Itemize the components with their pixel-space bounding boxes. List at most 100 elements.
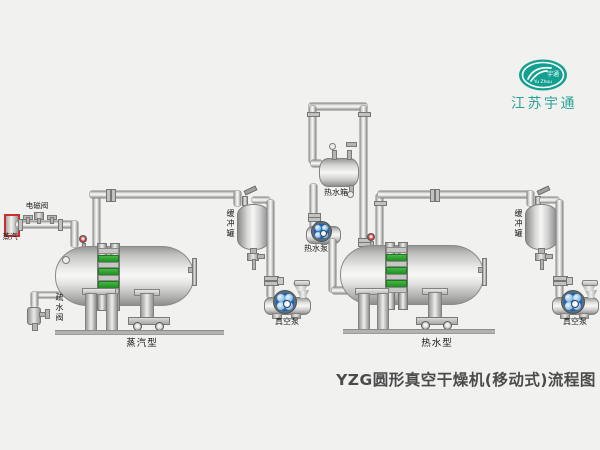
vacuum-main-pipe: [90, 191, 241, 198]
tank-valve-ring: [329, 143, 336, 150]
drain-spout: [252, 259, 256, 270]
valve-stem: [26, 217, 30, 224]
flange-clamp: [386, 247, 407, 253]
trolley-platform: [128, 317, 170, 325]
impeller-blade: [315, 232, 321, 238]
diagram-title: YZG圆形真空干燥机(移动式)流程图: [336, 371, 596, 389]
brand-name: 江苏宇通: [511, 96, 577, 112]
impeller-hub: [320, 230, 327, 237]
support-column: [140, 293, 154, 319]
drain-spout: [540, 259, 544, 270]
pipe-flange: [358, 112, 371, 117]
bridge-left-leg-pipe: [309, 106, 316, 163]
saddle-cap: [355, 288, 389, 295]
trolley-platform: [416, 317, 458, 325]
pipe-flange: [308, 217, 321, 222]
impeller-blade: [277, 294, 285, 302]
hot-water-tank-label: 热水箱: [324, 188, 348, 197]
buffer-inlet-pipe: [234, 191, 241, 206]
steam-label: 蒸汽: [2, 232, 18, 241]
pump-suction-pipe: [267, 200, 274, 298]
impeller-blade: [285, 294, 293, 302]
tank-sight-port: [62, 256, 70, 264]
pump-foot: [272, 313, 282, 319]
ground-line: [55, 330, 224, 335]
logo-mark-cn: 宇通: [547, 70, 559, 78]
buffer-inlet-pipe: [527, 191, 534, 206]
pump-suction-pipe: [556, 200, 563, 298]
tank-end-handle: [482, 258, 487, 286]
pipe-joint-tab: [277, 277, 284, 285]
drain-valve-handle: [545, 254, 553, 259]
vacuum-pump-label: 真空泵: [563, 317, 587, 326]
tank-inlet-stub-pipe: [311, 160, 322, 167]
hot-water-type-label: 热水型: [421, 338, 453, 349]
tank-cock-stem: [347, 150, 352, 160]
buffer-outlet-pipe: [540, 197, 559, 203]
pump-discharge-bowl: [293, 283, 309, 291]
trap-pipe: [36, 292, 60, 298]
valve-stem: [50, 217, 54, 224]
buffer-tank-steam: [237, 204, 270, 250]
support-column: [85, 293, 97, 332]
logo-swoosh: [527, 66, 552, 82]
buffer-inlet-valve-lever: [243, 185, 258, 196]
pump-foot: [291, 313, 301, 319]
trap-drain: [32, 323, 38, 331]
hw-pump-discharge-pipe: [329, 239, 336, 292]
impeller-core: [276, 293, 294, 311]
pump-impeller: [561, 290, 585, 314]
pressure-gauge: [367, 233, 375, 241]
pipe-flange: [374, 201, 387, 206]
pump-discharge-neck: [297, 290, 309, 298]
logo-ellipse-mark: 宇通 Yu Zhou: [519, 59, 567, 91]
pipe-flange: [430, 189, 435, 202]
bridge-right-leg-pipe: [360, 106, 367, 245]
pipe-flange: [58, 219, 63, 231]
impeller-core: [564, 293, 582, 311]
impeller-hub: [283, 300, 291, 308]
pipe-flange: [18, 219, 23, 231]
pressure-gauge: [79, 235, 87, 243]
vacuum-main-pipe: [378, 191, 532, 198]
flange-clamp: [386, 261, 407, 267]
solenoid-valve-label: 电磁阀: [25, 201, 49, 210]
impeller-blade: [277, 302, 285, 310]
trap-downpipe: [31, 292, 38, 307]
steam-trap-label: 疏水阀: [55, 293, 64, 323]
pump-discharge-bowl: [581, 283, 597, 291]
saddle-cap: [82, 288, 116, 295]
buffer-tank-hot-water: [525, 204, 558, 250]
tank-end-handle: [192, 258, 197, 286]
impeller-core: [314, 224, 329, 239]
support-column: [358, 293, 370, 331]
impeller-blade: [565, 302, 573, 310]
pump-impeller: [273, 290, 297, 314]
support-column: [377, 293, 389, 331]
steam-type-label: 蒸汽型: [126, 338, 158, 349]
hw-pump-impeller: [311, 221, 332, 242]
flange-clamp: [386, 287, 407, 293]
pump-foot: [560, 313, 570, 319]
impeller-blade: [315, 225, 321, 231]
pump-foot: [579, 313, 589, 319]
bridge-pipe: [309, 103, 367, 110]
support-column: [106, 293, 118, 332]
buffer-tank-label: 缓冲罐: [226, 209, 235, 239]
tank-cock-handle: [346, 142, 357, 147]
pump-discharge-cap: [294, 280, 310, 286]
buffer-inlet-valve-lever: [536, 185, 551, 196]
dryer-tank-steam: [55, 246, 194, 306]
pump-discharge-neck: [585, 290, 597, 298]
vacuum-pump-label: 真空泵: [275, 317, 299, 326]
solenoid-valve-stem: [37, 218, 41, 224]
tank-valve-stem: [332, 150, 337, 160]
tank-drain-ring: [347, 191, 354, 198]
hot-water-pump-label: 热水泵: [304, 244, 328, 253]
pipe-joint-tab: [566, 277, 573, 285]
flange-clamp: [98, 248, 119, 254]
buffer-tank-label: 缓冲罐: [514, 209, 523, 239]
pipe-flange: [111, 189, 116, 202]
pump-discharge-cap: [582, 280, 598, 286]
